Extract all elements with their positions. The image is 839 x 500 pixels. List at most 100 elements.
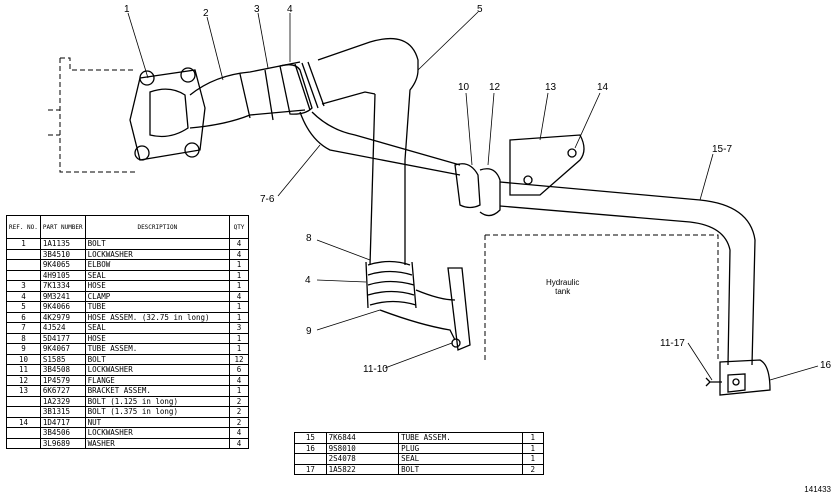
elbow-and-hose	[189, 61, 325, 129]
qty-cell: 2	[229, 395, 249, 407]
part-number-cell: 1A2329	[39, 395, 86, 407]
leader-lines	[127, 11, 819, 381]
part-number-cell: 5D4177	[39, 332, 86, 344]
callout-16: 16	[820, 360, 832, 371]
description-cell: LOCKWASHER	[84, 364, 231, 376]
qty-cell: 1	[229, 311, 249, 323]
description-cell: SEAL	[398, 453, 523, 465]
qty-cell: 4	[229, 238, 249, 250]
figure-number: 141433	[804, 485, 831, 494]
description-cell: HOSE	[84, 332, 231, 344]
description-cell: SEAL	[84, 269, 231, 281]
description-cell: TUBE ASSEM.	[398, 432, 523, 444]
qty-cell: 1	[229, 259, 249, 271]
ref-cell: 14	[6, 416, 41, 428]
ref-cell: 15	[294, 432, 327, 444]
qty-cell: 4	[229, 437, 249, 449]
callout-10: 10	[458, 82, 470, 93]
ref-cell: 12	[6, 374, 41, 386]
header-description: DESCRIPTION	[84, 215, 231, 239]
flange-bracket	[454, 134, 585, 217]
ref-cell	[6, 406, 41, 418]
tube-5	[317, 38, 419, 266]
ref-cell	[6, 437, 41, 449]
part-number-cell: 4K2979	[39, 311, 86, 323]
callout-15-7: 15-7	[712, 144, 733, 155]
part-number-cell: 2S4078	[325, 453, 400, 465]
ref-cell: 6	[6, 311, 41, 323]
part-number-cell: 9K4066	[39, 301, 86, 313]
part-number-cell: 4J524	[39, 322, 86, 334]
ref-cell: 8	[6, 332, 41, 344]
part-number-cell: 3B4506	[39, 427, 86, 439]
part-number-cell: 3B1315	[39, 406, 86, 418]
header-part-number: PART NUMBER	[39, 215, 86, 239]
qty-cell: 2	[229, 406, 249, 418]
header-ref: REF. NO.	[6, 215, 41, 239]
callout-7-6: 7-6	[260, 194, 275, 205]
qty-cell: 2	[229, 416, 249, 428]
callout-2: 2	[203, 8, 209, 19]
qty-cell: 12	[229, 353, 249, 365]
header-qty: QTY	[229, 215, 249, 239]
description-cell: BRACKET ASSEM.	[84, 385, 231, 397]
ref-cell: 3	[6, 280, 41, 292]
hose-8-clamps	[365, 260, 417, 309]
ref-cell: 17	[294, 463, 327, 475]
part-number-cell: 1A5822	[325, 463, 400, 475]
callout-4-bottom: 4	[305, 275, 311, 286]
engine-outline	[48, 57, 135, 173]
description-cell: BOLT	[84, 353, 231, 365]
callout-8: 8	[306, 233, 312, 244]
ref-cell: 9	[6, 343, 41, 355]
description-cell: TUBE ASSEM.	[84, 343, 231, 355]
qty-cell: 4	[229, 290, 249, 302]
callout-11-17: 11-17	[660, 338, 685, 349]
qty-cell: 1	[521, 432, 544, 444]
tube-9	[379, 267, 471, 351]
part-number-cell: 1P4579	[39, 374, 86, 386]
part-number-cell: 1D4717	[39, 416, 86, 428]
qty-cell: 1	[229, 269, 249, 281]
qty-cell: 1	[521, 453, 544, 465]
callout-5: 5	[477, 4, 483, 15]
callout-14: 14	[597, 82, 609, 93]
part-number-cell: 4H9105	[39, 269, 86, 281]
qty-cell: 3	[229, 322, 249, 334]
qty-cell: 1	[229, 332, 249, 344]
qty-cell: 1	[229, 385, 249, 397]
callout-1: 1	[124, 4, 130, 15]
ref-cell: 13	[6, 385, 41, 397]
description-cell: NUT	[84, 416, 231, 428]
description-cell: BOLT	[398, 463, 523, 475]
part-number-cell: 7K6844	[325, 432, 400, 444]
ref-cell: 11	[6, 364, 41, 376]
hydraulic-tank-outline	[484, 234, 719, 360]
hose-7-6	[299, 111, 461, 176]
qty-cell: 1	[229, 301, 249, 313]
qty-cell: 1	[229, 343, 249, 355]
qty-cell: 6	[229, 364, 249, 376]
ref-cell	[6, 427, 41, 439]
description-cell: PLUG	[398, 442, 523, 454]
callout-12: 12	[489, 82, 501, 93]
ref-cell: 5	[6, 301, 41, 313]
